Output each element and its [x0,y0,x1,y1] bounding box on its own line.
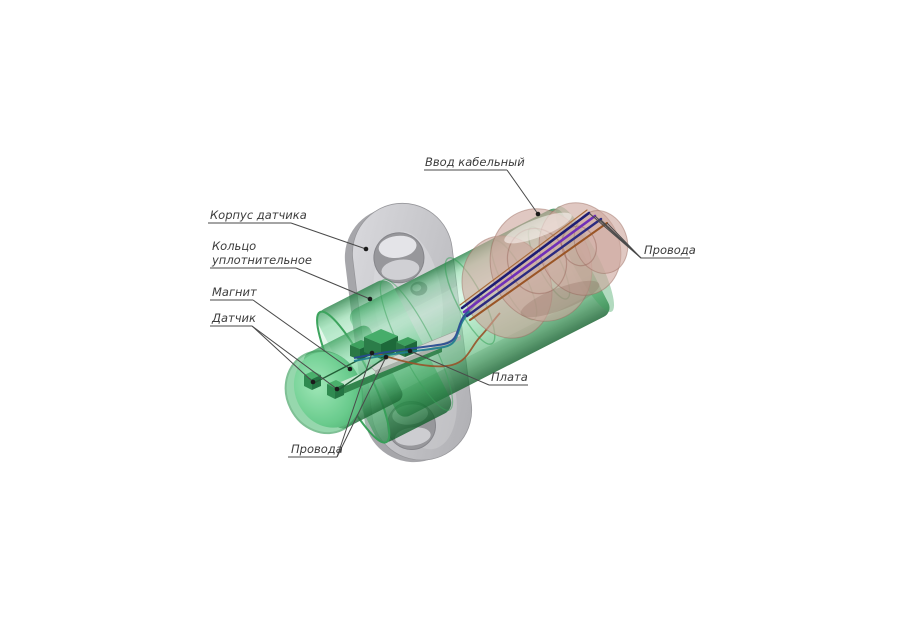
leader-dot [334,386,340,392]
leader-wires-left-2 [336,356,387,458]
leader-dot [367,296,373,302]
annotation-lines [208,169,690,458]
wire-bundle [459,209,608,321]
leader-dot [363,246,369,252]
gland-highlight [504,212,572,244]
leader-dot [347,366,353,372]
leader-sensor-1 [251,325,314,383]
wire-navy [460,211,591,310]
leader-housing [290,222,367,250]
wire-brown [469,222,608,321]
wire-purple [462,214,597,314]
leader-wires-right-4 [606,222,642,259]
label-sensor: Датчик [212,311,256,325]
leader-dot [310,379,316,385]
label-cable-entry: Ввод кабельный [425,155,525,169]
leader-dot [535,211,541,217]
label-board: Плата [491,370,528,384]
label-wires-right: Провода [644,243,696,257]
leader-dots [310,211,541,392]
leader-sealing-ring [295,267,371,300]
leader-sensor-2 [251,325,338,390]
leader-dot [369,350,375,356]
leader-dot [407,348,413,354]
label-housing: Корпус датчика [210,208,307,222]
leader-magnet [252,299,351,370]
leader-dot [383,354,389,360]
sensor-lead-wires [313,352,387,392]
label-magnet: Магнит [212,285,257,299]
wire-blue [465,217,603,318]
leader-wires-left-1 [336,352,373,458]
label-sealing-ring-line2: уплотнительное [212,253,312,267]
label-wires-left: Провода [291,442,343,456]
leader-board [409,350,490,386]
gland-shadow [520,280,600,318]
flange-top-hole [373,232,425,284]
label-sealing-ring-line1: Кольцо [212,239,257,253]
leader-cable-entry [506,169,539,215]
